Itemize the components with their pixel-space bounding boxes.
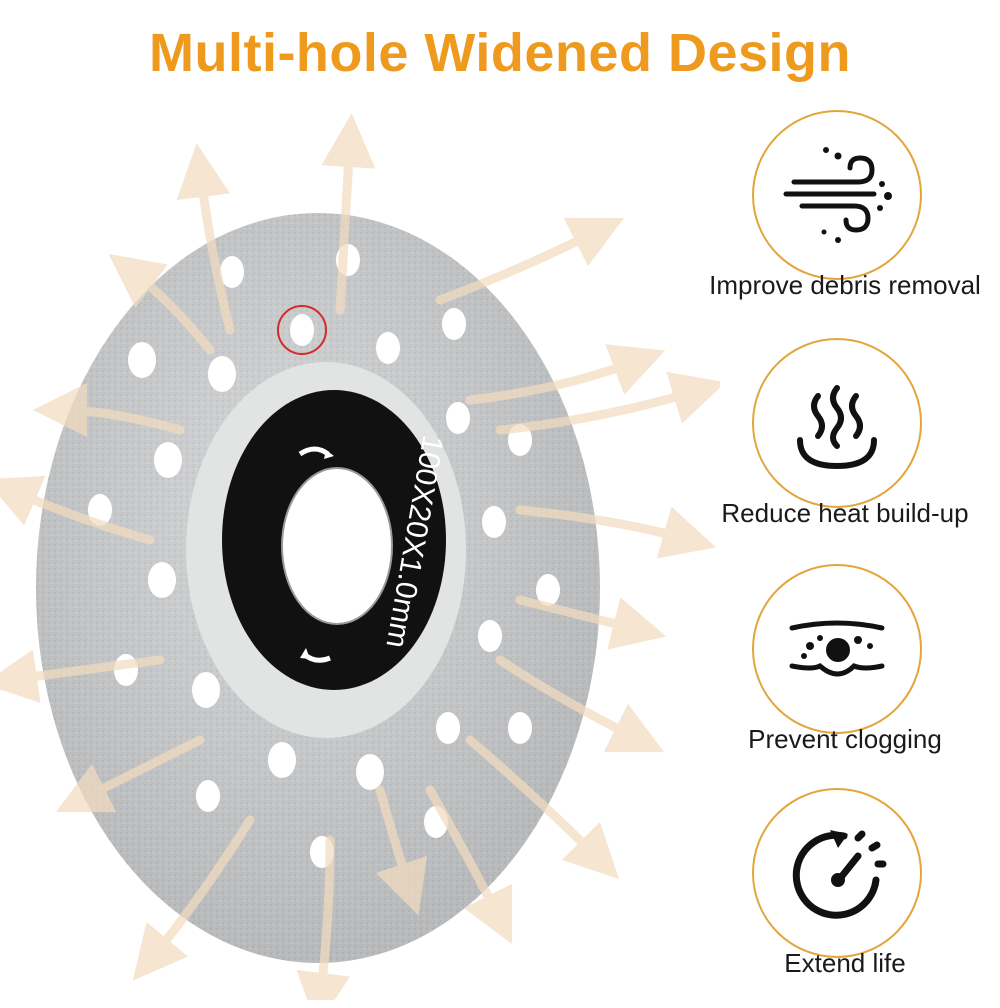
airflow-arrow (296, 835, 351, 1008)
feature-icon-circle (752, 110, 922, 280)
airflow-arrow (55, 735, 205, 813)
gauge-speed-icon (792, 830, 887, 919)
airflow-arrow (176, 143, 235, 335)
feature-icon-circle (752, 788, 922, 958)
feature-prevent-clogging: Prevent clogging (690, 564, 1000, 784)
feature-icon-circle (752, 338, 922, 508)
airflow-arrow (108, 253, 215, 355)
wind-debris-icon (783, 147, 892, 243)
cooling-hole (154, 442, 182, 478)
airflow-arrow (0, 475, 155, 545)
cooling-hole (376, 332, 400, 364)
feature-extend-life: Extend life (690, 788, 1000, 1008)
cooling-hole (508, 712, 532, 744)
cooling-hole (436, 712, 460, 744)
cooling-hole (192, 672, 220, 708)
feature-icon-circle (752, 564, 922, 734)
airflow-arrow (495, 371, 726, 435)
airflow-arrow (375, 785, 428, 916)
feature-label: Prevent clogging (748, 724, 942, 754)
cooling-hole (536, 574, 560, 606)
airflow-arrow (0, 649, 165, 703)
feature-list: Improve debris removal Reduce heat build… (690, 110, 1000, 990)
heat-waves-icon (797, 385, 877, 470)
feature-label: Reduce heat build-up (721, 498, 969, 528)
airflow-arrow (321, 113, 376, 315)
cooling-hole (482, 506, 506, 538)
airflow-arrows (0, 113, 726, 1008)
cooling-hole (356, 754, 384, 790)
clogging-particles-icon (789, 620, 885, 677)
cooling-hole (148, 562, 176, 598)
cutting-disc-illustration: 100X20X1.0mm (0, 100, 726, 1008)
feature-reduce-heat: Reduce heat build-up (690, 338, 1000, 558)
cooling-hole (196, 780, 220, 812)
cooling-hole (442, 308, 466, 340)
cooling-hole (446, 402, 470, 434)
feature-label: Extend life (784, 948, 906, 978)
cooling-hole (128, 342, 156, 378)
feature-debris-removal: Improve debris removal (690, 110, 1000, 330)
cooling-hole (220, 256, 244, 288)
cooling-hole (268, 742, 296, 778)
airflow-arrow (435, 217, 625, 305)
arbor-hole (281, 467, 393, 625)
cutting-disc-graphic: 100X20X1.0mm (0, 113, 726, 1008)
airflow-arrow (425, 785, 513, 945)
airflow-arrow (33, 383, 185, 438)
page-title: Multi-hole Widened Design (148, 23, 851, 83)
feature-label: Improve debris removal (709, 270, 981, 300)
cooling-hole (208, 356, 236, 392)
cooling-hole (290, 314, 314, 346)
airflow-arrow (465, 735, 620, 880)
airflow-arrow (495, 655, 665, 753)
airflow-arrow (515, 595, 667, 650)
airflow-arrow (465, 344, 666, 405)
cooling-holes (88, 244, 560, 868)
cooling-hole (478, 620, 502, 652)
airflow-arrow (515, 505, 716, 559)
highlight-circle (277, 305, 327, 355)
airflow-arrow (132, 815, 255, 981)
